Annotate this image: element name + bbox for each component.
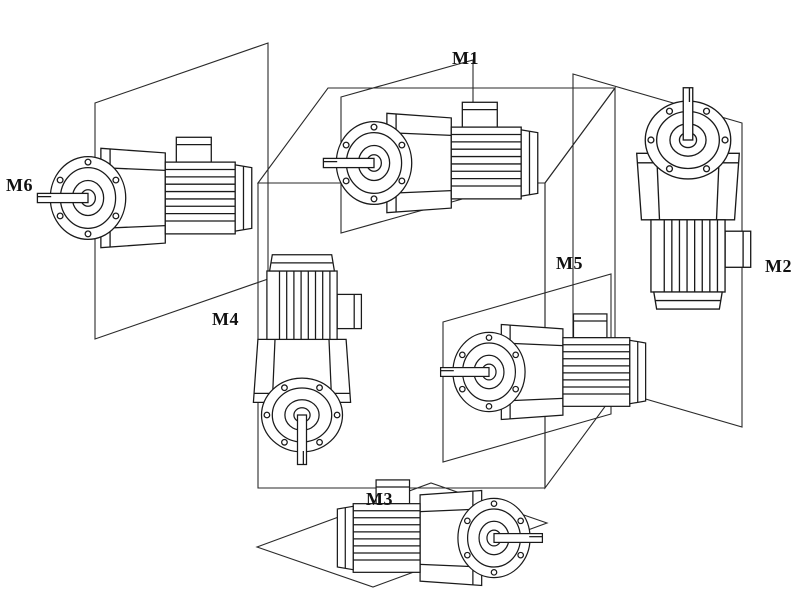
label-m2: M2 [765,256,792,276]
label-m5: M5 [556,253,583,273]
label-m4: M4 [212,309,239,329]
label-m3: M3 [366,489,393,509]
gearmotor-m1-drawing [322,101,539,214]
plane-m5 [442,273,612,463]
gearmotor-m4-drawing [252,254,363,466]
gearmotor-m6-drawing [36,136,253,249]
label-m1: M1 [452,48,479,68]
label-m6: M6 [6,175,33,195]
